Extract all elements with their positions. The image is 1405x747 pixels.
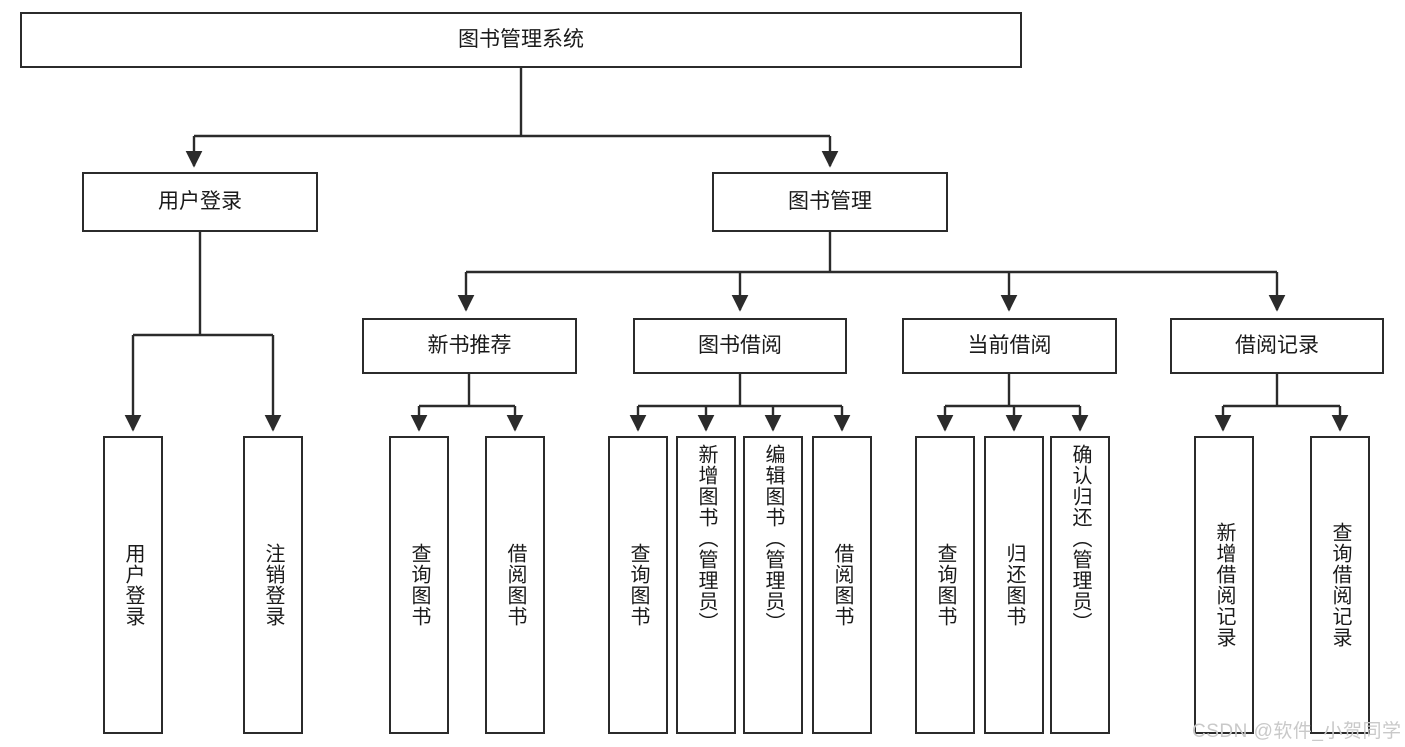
node-book-borrow-label: 图书借阅 [698, 333, 782, 357]
node-book-management-label: 图书管理 [788, 189, 872, 213]
leaf-label: 查询借阅记录 [1329, 522, 1351, 648]
node-book-borrow[interactable]: 图书借阅 [633, 318, 847, 374]
leaf-label: 新增借阅记录 [1213, 522, 1235, 648]
leaf-borrow-record-add[interactable]: 新增借阅记录 [1194, 436, 1254, 734]
leaf-borrow-record-query[interactable]: 查询借阅记录 [1310, 436, 1370, 734]
node-current-borrow[interactable]: 当前借阅 [902, 318, 1117, 374]
leaf-label: 注销登录 [262, 543, 284, 627]
node-book-management[interactable]: 图书管理 [712, 172, 948, 232]
watermark: CSDN @软件_小贺同学 [1192, 721, 1402, 742]
node-root-label: 图书管理系统 [458, 27, 584, 51]
leaf-label: 编辑图书（管理员） [762, 444, 784, 633]
node-current-borrow-label: 当前借阅 [967, 333, 1052, 357]
node-root[interactable]: 图书管理系统 [20, 12, 1022, 68]
leaf-new-book-borrow[interactable]: 借阅图书 [485, 436, 545, 734]
leaf-user-login-login[interactable]: 用户登录 [103, 436, 163, 734]
leaf-label: 借阅图书 [504, 543, 526, 627]
node-borrow-record[interactable]: 借阅记录 [1170, 318, 1384, 374]
node-new-book-recommend-label: 新书推荐 [427, 333, 512, 357]
node-user-login-label: 用户登录 [158, 189, 242, 213]
leaf-book-borrow-borrow[interactable]: 借阅图书 [812, 436, 872, 734]
leaf-book-borrow-query[interactable]: 查询图书 [608, 436, 668, 734]
node-new-book-recommend[interactable]: 新书推荐 [362, 318, 577, 374]
leaf-label: 借阅图书 [831, 543, 853, 627]
leaf-label: 新增图书（管理员） [695, 444, 717, 633]
leaf-current-borrow-return[interactable]: 归还图书 [984, 436, 1044, 734]
leaf-label: 归还图书 [1003, 543, 1025, 627]
leaf-label: 用户登录 [122, 543, 144, 627]
node-user-login[interactable]: 用户登录 [82, 172, 318, 232]
leaf-book-borrow-edit[interactable]: 编辑图书（管理员） [743, 436, 803, 734]
leaf-label: 查询图书 [408, 543, 430, 627]
leaf-current-borrow-query[interactable]: 查询图书 [915, 436, 975, 734]
leaf-label: 查询图书 [934, 543, 956, 627]
leaf-user-login-logout[interactable]: 注销登录 [243, 436, 303, 734]
leaf-new-book-query[interactable]: 查询图书 [389, 436, 449, 734]
leaf-label: 查询图书 [627, 543, 649, 627]
leaf-current-borrow-confirm-return[interactable]: 确认归还（管理员） [1050, 436, 1110, 734]
leaf-book-borrow-add[interactable]: 新增图书（管理员） [676, 436, 736, 734]
leaf-label: 确认归还（管理员） [1069, 444, 1091, 633]
node-borrow-record-label: 借阅记录 [1235, 333, 1319, 357]
